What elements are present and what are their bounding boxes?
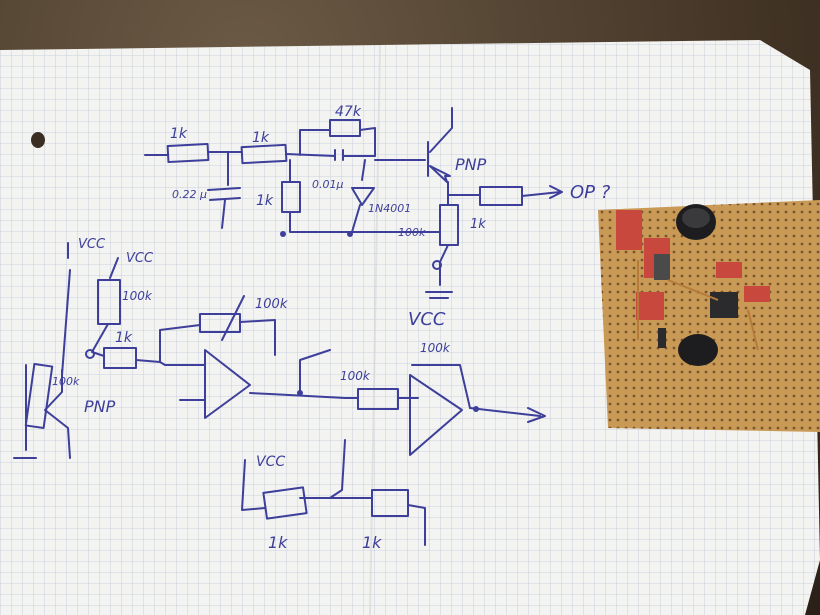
capacitor-red-1: [616, 210, 642, 250]
label-vcc-left: VCC: [78, 237, 106, 252]
label-r2: 1k: [252, 130, 270, 146]
label-r10: 100k: [340, 369, 371, 383]
label-r4: 47k: [335, 104, 362, 120]
label-r9: 100k: [255, 297, 288, 312]
graph-paper: 1k 1k 47k 1k 0.22 μ 0.01μ 1N4001 PNP 1k …: [0, 40, 820, 615]
label-r11: 1k: [268, 533, 288, 552]
label-q1: PNP: [455, 155, 487, 174]
label-c2: 0.01μ: [312, 178, 344, 191]
label-vcc-mid: VCC: [126, 251, 154, 266]
label-r12: 1k: [362, 533, 382, 552]
top-schematic: [144, 107, 563, 299]
label-r3: 1k: [256, 193, 274, 209]
stripboard: [598, 200, 820, 432]
label-r7: 1k: [115, 330, 133, 346]
label-vcc-bottom: VCC: [256, 454, 285, 470]
label-d1: 1N4001: [368, 202, 411, 215]
label-r5: 1k: [470, 217, 486, 232]
label-r1: 1k: [170, 126, 188, 142]
label-r13: 100k: [420, 341, 451, 355]
ic-chip: [710, 292, 738, 318]
label-q2: PNP: [84, 397, 116, 416]
bottom-schematic: [13, 242, 546, 546]
transistor: [654, 254, 670, 280]
label-out: OP ?: [570, 182, 611, 203]
label-r14: 100k: [52, 375, 80, 388]
punch-hole: [31, 132, 45, 148]
label-r6: 100k: [398, 226, 426, 239]
label-vcc: VCC: [408, 309, 446, 330]
label-c1: 0.22 μ: [172, 188, 207, 201]
label-r8: 100k: [122, 289, 153, 303]
